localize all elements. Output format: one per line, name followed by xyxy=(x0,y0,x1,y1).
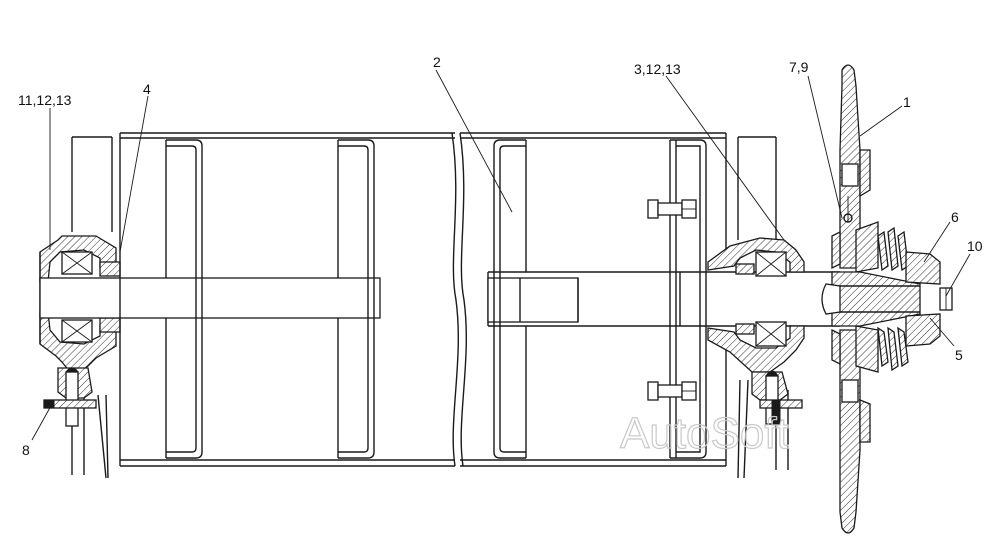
callout-5: 5 xyxy=(955,347,963,363)
sprocket-hub xyxy=(821,221,921,373)
right-bearing-housing xyxy=(707,237,805,425)
callout-8: 8 xyxy=(22,442,30,458)
disk-bolt-upper xyxy=(647,199,697,219)
callout-4: 4 xyxy=(143,81,151,97)
leader-lines xyxy=(31,69,971,441)
clamp-nut xyxy=(905,251,953,347)
watermark-logo: AutoSoft xyxy=(620,409,789,458)
drum-shell-right xyxy=(459,132,727,467)
callout-labels: 11,12,13 4 2 3,12,13 7,9 1 6 10 5 8 xyxy=(18,54,983,458)
sprocket xyxy=(831,64,871,534)
drum-disk-right-1 xyxy=(493,139,527,459)
callout-1: 1 xyxy=(903,94,911,110)
callout-10: 10 xyxy=(967,238,983,254)
belleville-spring-pack xyxy=(877,226,909,372)
drum-disk-right-2 xyxy=(669,139,707,459)
callout-7-9: 7,9 xyxy=(789,59,809,75)
callout-6: 6 xyxy=(951,209,959,225)
drum-disk-left-2 xyxy=(337,139,375,459)
drum-shell-left xyxy=(119,132,459,467)
callout-3-12-13: 3,12,13 xyxy=(634,61,681,77)
left-bearing-housing xyxy=(39,235,121,427)
callout-2: 2 xyxy=(433,54,441,70)
callout-11-12-13: 11,12,13 xyxy=(18,92,72,108)
drum-shaft xyxy=(39,271,840,327)
disk-bolt-lower xyxy=(647,381,697,401)
drum-disk-left-1 xyxy=(165,139,203,459)
